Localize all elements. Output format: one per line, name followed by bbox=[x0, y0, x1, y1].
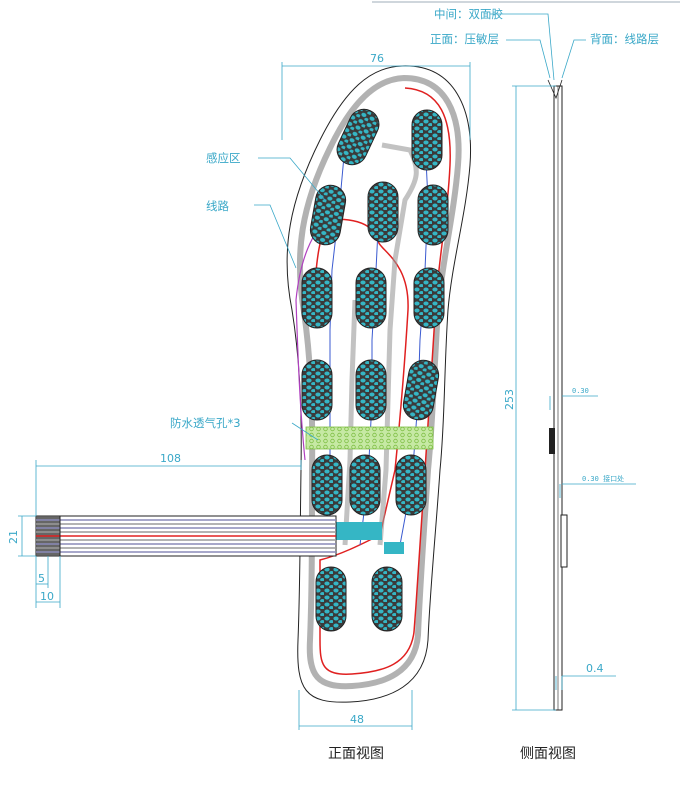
sensor bbox=[417, 184, 449, 246]
vent-band bbox=[305, 426, 434, 450]
sensor bbox=[311, 454, 343, 516]
dim-height: 253 bbox=[503, 389, 516, 410]
sensor bbox=[315, 566, 347, 632]
dim-tail-length: 108 bbox=[160, 452, 181, 465]
front-layer-label: 正面：压敏层 bbox=[430, 32, 499, 46]
sensor bbox=[395, 454, 427, 516]
front-view-caption: 正面视图 bbox=[328, 746, 384, 762]
sensor bbox=[301, 359, 333, 421]
sensor bbox=[349, 454, 381, 516]
middle-layer-label: 中间：双面胶 bbox=[434, 7, 503, 21]
insole-outline bbox=[286, 65, 472, 703]
sensor bbox=[367, 181, 399, 243]
side-view-caption: 侧面视图 bbox=[520, 746, 576, 762]
vent-holes-label: 防水透气孔*3 bbox=[170, 416, 241, 430]
tail-cable bbox=[35, 515, 337, 557]
sensor bbox=[336, 108, 380, 166]
sensor bbox=[355, 267, 387, 329]
sensor bbox=[371, 566, 403, 632]
sensor-array bbox=[301, 108, 449, 632]
cyan-block bbox=[330, 522, 382, 540]
sensor bbox=[411, 109, 443, 171]
dim-side-thk-2: 0.30 接口处 bbox=[582, 474, 624, 483]
insole-inner-outline bbox=[296, 74, 462, 690]
dim-tail-width: 21 bbox=[7, 530, 20, 544]
cyan-block bbox=[384, 542, 404, 554]
dim-tail-a: 5 bbox=[38, 572, 45, 585]
sensor bbox=[301, 267, 333, 329]
dim-width-top: 76 bbox=[370, 52, 384, 65]
circuit-label: 线路 bbox=[206, 199, 229, 213]
dim-tail-b: 10 bbox=[40, 590, 54, 603]
sensor bbox=[355, 359, 387, 421]
sensor bbox=[402, 359, 440, 421]
dim-heel-width: 48 bbox=[350, 713, 364, 726]
sensing-area-label: 感应区 bbox=[206, 151, 241, 165]
dim-side-thk-3: 0.4 bbox=[586, 662, 604, 675]
back-layer-label: 背面：线路层 bbox=[590, 32, 659, 46]
dim-side-thk-1: 0.30 bbox=[572, 387, 589, 395]
side-view bbox=[547, 79, 568, 711]
sensor bbox=[309, 184, 347, 246]
sensor bbox=[413, 267, 445, 329]
